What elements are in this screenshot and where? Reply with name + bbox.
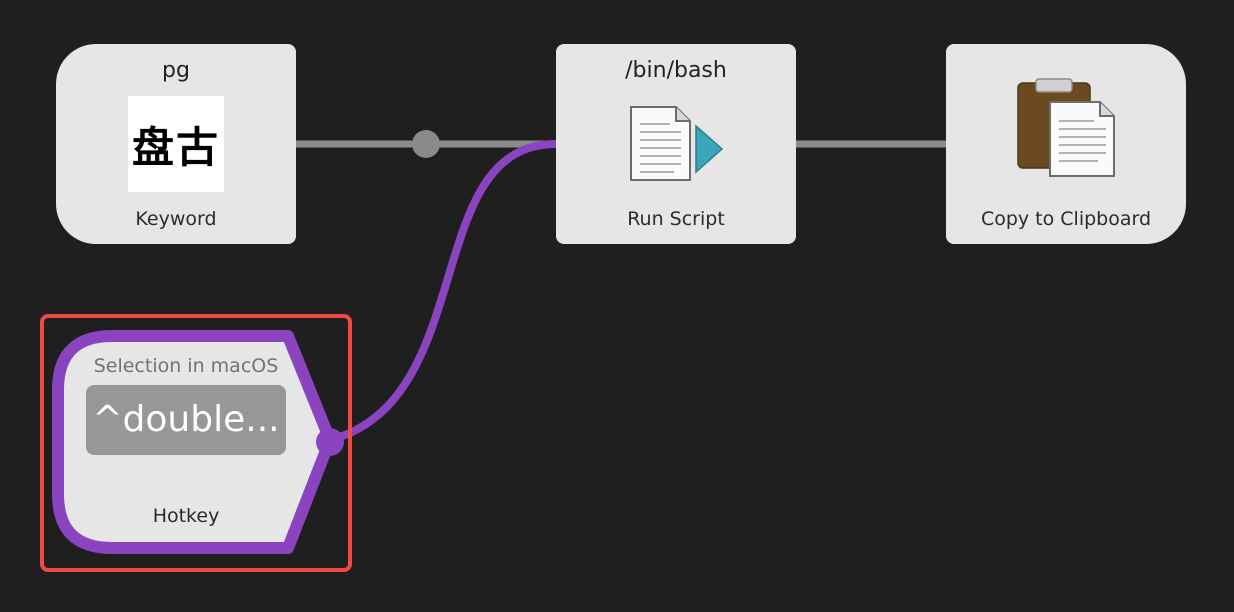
run-script-label: Run Script: [627, 208, 725, 230]
copy-to-clipboard-node[interactable]: Copy to Clipboard: [946, 44, 1186, 244]
clipboard-icon: [946, 74, 1186, 184]
hotkey-selection-highlight: [40, 314, 352, 572]
keyword-label: Keyword: [135, 208, 217, 230]
run-script-node[interactable]: /bin/bash Run Script: [556, 44, 796, 244]
hotkey-output-handle[interactable]: [316, 428, 344, 456]
script-document-icon: [556, 94, 796, 204]
connection-hotkey-to-script[interactable]: [326, 140, 560, 444]
keyword-image: 盘古: [128, 96, 224, 192]
connection-midpoint-handle[interactable]: [412, 130, 440, 158]
hotkey-subtitle: Selection in macOS: [93, 355, 279, 377]
keyword-title: pg: [162, 58, 190, 83]
keyword-node[interactable]: pg 盘古 Keyword: [56, 44, 296, 244]
hotkey-label: Hotkey: [152, 505, 220, 527]
copy-to-clipboard-label: Copy to Clipboard: [980, 208, 1152, 230]
hotkey-key-display: ^double...: [86, 385, 286, 455]
run-script-title: /bin/bash: [625, 58, 727, 83]
